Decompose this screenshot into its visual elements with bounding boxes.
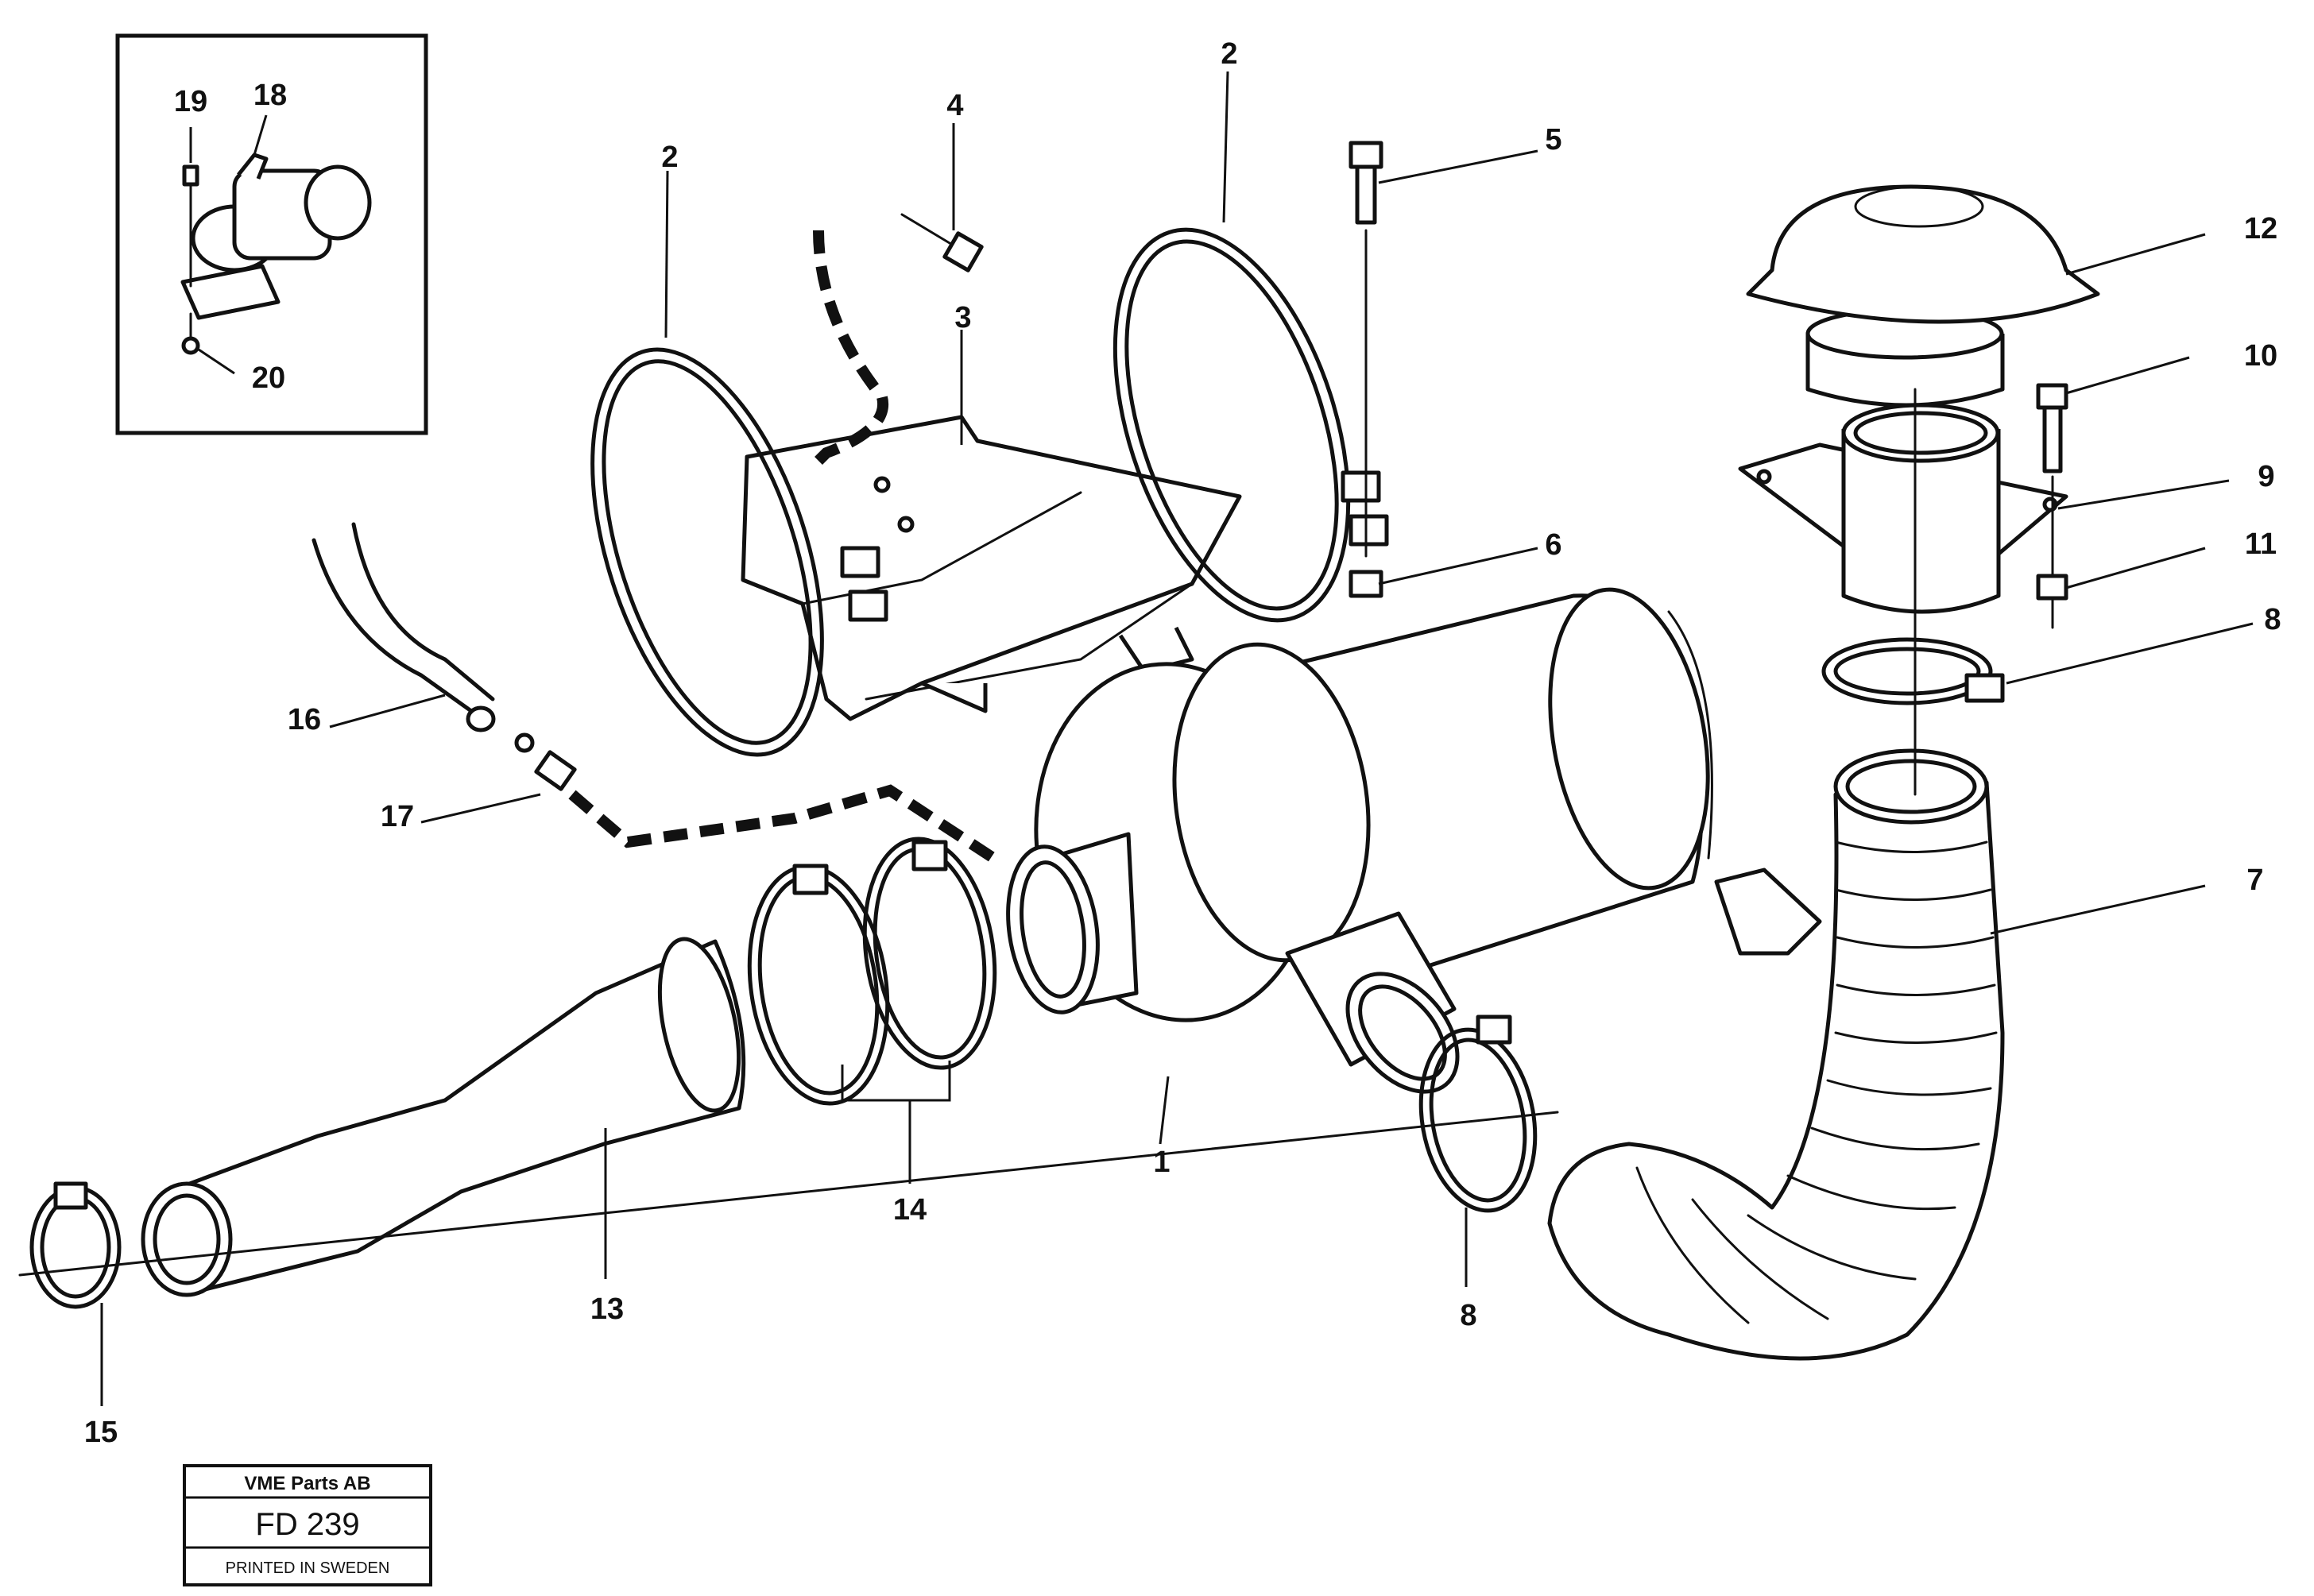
callout-16: 16 — [288, 703, 321, 736]
callout-12: 12 — [2244, 212, 2277, 245]
hose-clamp-15 — [29, 1181, 122, 1309]
callout-20: 20 — [252, 361, 285, 395]
callout-7: 7 — [2246, 864, 2263, 897]
title-block: VME Parts AB FD 239 PRINTED IN SWEDEN — [183, 1464, 432, 1586]
hose-clamps-14 — [747, 837, 997, 1106]
callout-3: 3 — [954, 301, 971, 334]
bolt-10 — [2036, 383, 2068, 629]
leader-20 — [198, 348, 235, 375]
callout-15: 15 — [84, 1416, 118, 1449]
bolt-5 — [1349, 141, 1383, 598]
callout-9: 9 — [2258, 460, 2274, 493]
callout-5: 5 — [1545, 123, 1561, 157]
hose-clamp-8-lower — [1418, 1014, 1538, 1213]
callout-13: 13 — [590, 1293, 624, 1326]
callout-17: 17 — [381, 800, 414, 833]
mounting-bracket — [741, 415, 1242, 721]
rain-cap-12 — [1746, 184, 2100, 408]
inset-detail — [115, 33, 428, 435]
clamp-band-left — [590, 347, 888, 757]
callout-4: 4 — [946, 89, 963, 122]
callout-1: 1 — [1153, 1146, 1170, 1179]
leader-18 — [253, 114, 268, 156]
reducer-pipe-13 — [141, 937, 746, 1297]
callout-2-right: 2 — [1221, 37, 1237, 71]
callout-8-upper: 8 — [2264, 603, 2281, 636]
title-footer: PRINTED IN SWEDEN — [226, 1559, 390, 1577]
valve-assembly — [180, 153, 372, 355]
callout-labels: 1 2 2 3 4 5 6 7 8 8 9 10 11 12 13 14 15 … — [84, 37, 2281, 1449]
callout-10: 10 — [2244, 339, 2277, 373]
callout-14: 14 — [893, 1193, 927, 1227]
title-drawing-number: FD 239 — [255, 1507, 359, 1542]
hose-clamp-8-upper — [1821, 637, 2005, 705]
callout-6: 6 — [1545, 528, 1561, 562]
callout-19: 19 — [174, 85, 207, 118]
callout-18: 18 — [253, 79, 287, 112]
callout-8-lower: 8 — [1460, 1299, 1476, 1332]
title-company: VME Parts AB — [244, 1473, 370, 1494]
flange-pipe-9 — [1738, 403, 2068, 614]
leader-lines — [100, 71, 2254, 1406]
callout-11: 11 — [2245, 527, 2277, 561]
air-filter-housing — [1006, 587, 1822, 1094]
assembly-axis-line — [18, 1111, 1559, 1277]
clamp-band-right — [1112, 227, 1389, 623]
bolt-4 — [813, 213, 984, 465]
callout-2-left: 2 — [661, 141, 678, 174]
hose-16 — [312, 522, 996, 863]
bellows-hose-7 — [1547, 748, 2005, 1361]
